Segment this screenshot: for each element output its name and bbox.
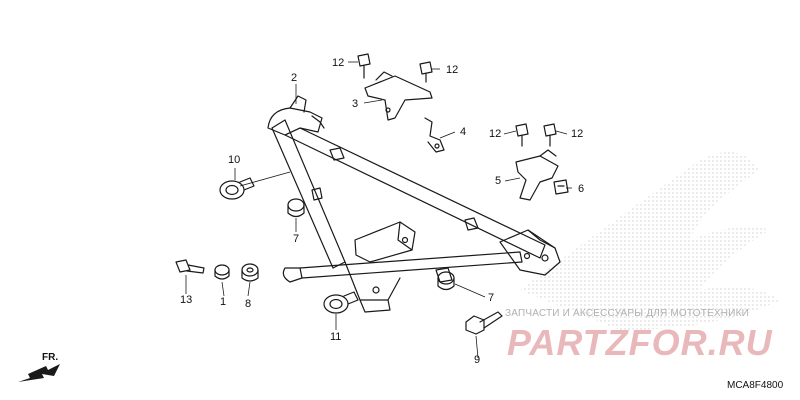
part-1-collar [214, 264, 230, 280]
callout-8: 8 [245, 298, 252, 310]
callout-12-c: 12 [489, 128, 502, 140]
part-3-bracket [364, 71, 433, 121]
part-4-wire-bracket [424, 117, 445, 153]
callout-13: 13 [180, 294, 193, 306]
wing-watermark [520, 152, 780, 330]
callout-2: 2 [291, 72, 298, 84]
part-7-grommet-upper [287, 198, 305, 218]
callout-10: 10 [228, 154, 241, 166]
watermark-caption: ЗАПЧАСТИ И АКСЕССУАРЫ ДЛЯ МОТОТЕХНИКИ [505, 308, 750, 319]
callout-9: 9 [474, 354, 481, 366]
part-6-clip [553, 179, 569, 195]
part-12-bolt-b [419, 61, 433, 83]
callout-12-a: 12 [332, 57, 345, 69]
subframe [267, 95, 561, 313]
part-12-bolt-a [357, 53, 371, 79]
callout-12-d: 12 [571, 128, 584, 140]
front-arrow-icon [18, 364, 60, 382]
part-5-bracket [515, 149, 559, 201]
part-12-bolt-c [515, 123, 529, 147]
part-13-bolt [175, 259, 205, 274]
front-label: FR. [42, 352, 59, 363]
callout-1: 1 [220, 296, 227, 308]
part-10-clamp [219, 177, 255, 200]
callout-3: 3 [352, 98, 359, 110]
callout-7-lower: 7 [488, 292, 495, 304]
leader-lines [185, 61, 572, 359]
callout-4: 4 [460, 126, 467, 138]
callout-6: 6 [578, 183, 585, 195]
part-12-bolt-d [543, 123, 557, 147]
callout-7-upper: 7 [293, 233, 300, 245]
part-11-clamp [323, 291, 359, 314]
callout-12-b: 12 [446, 64, 459, 76]
part-8-grommet [241, 263, 259, 282]
callout-11: 11 [330, 331, 342, 343]
watermark-logo: PARTZFOR.RU [507, 322, 773, 363]
callout-5: 5 [495, 175, 502, 187]
diagram-code: MCA8F4800 [727, 380, 784, 391]
part-7-grommet-lower [437, 271, 455, 291]
part-9-bolt [465, 311, 503, 335]
